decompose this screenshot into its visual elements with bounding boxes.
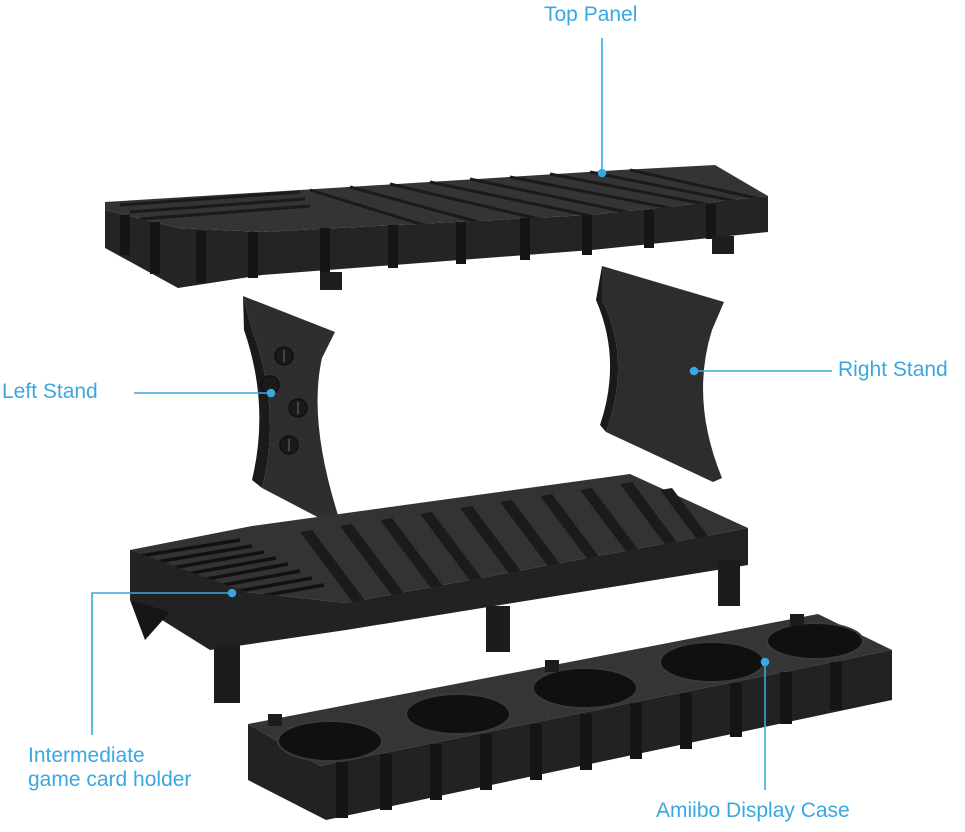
left-stand-part bbox=[243, 296, 338, 522]
amiibo-case-part bbox=[248, 614, 892, 820]
left-stand-label: Left Stand bbox=[2, 380, 98, 403]
intermediate-holder-label: Intermediate game card holder bbox=[28, 744, 191, 792]
top-panel-part bbox=[105, 165, 768, 290]
intermediate-holder-part bbox=[130, 474, 748, 703]
top-panel-leader bbox=[597, 38, 607, 178]
right-stand-label: Right Stand bbox=[838, 358, 948, 381]
right-stand-part bbox=[596, 266, 724, 482]
amiibo-case-label: Amiibo Display Case bbox=[656, 799, 850, 822]
top-panel-label: Top Panel bbox=[544, 3, 638, 26]
intermediate-holder-leader bbox=[91, 588, 237, 735]
left-stand-leader bbox=[134, 388, 276, 398]
amiibo-case-leader bbox=[760, 657, 770, 790]
intermediate-holder-label-line1: Intermediate bbox=[28, 744, 145, 767]
right-stand-leader bbox=[689, 366, 832, 376]
intermediate-holder-label-line2: game card holder bbox=[28, 768, 192, 792]
